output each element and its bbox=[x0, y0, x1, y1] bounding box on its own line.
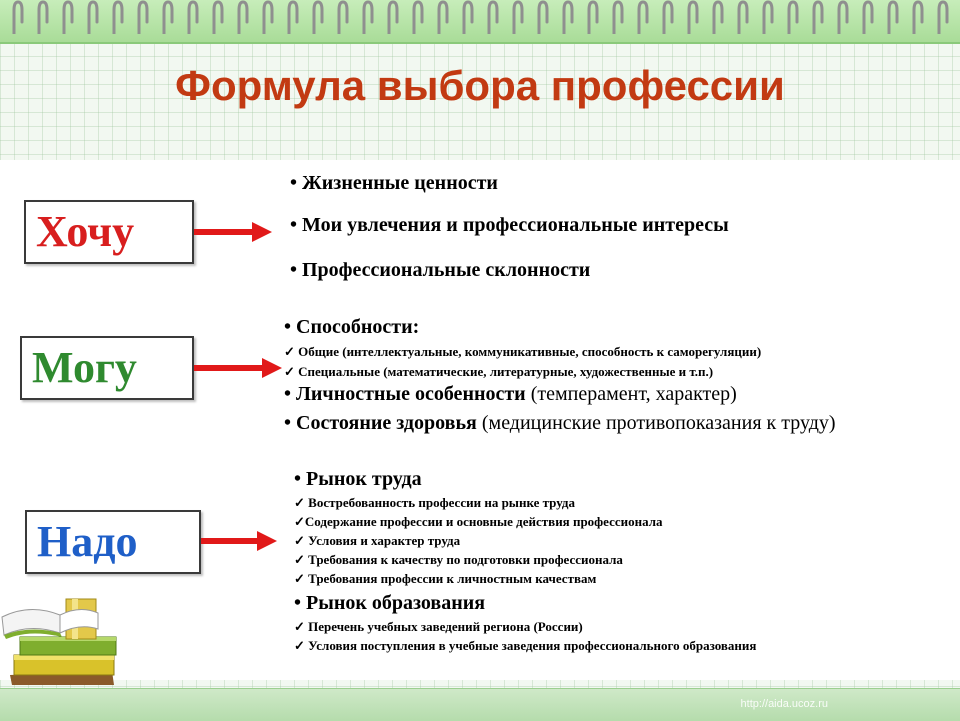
ring-icon bbox=[387, 0, 399, 34]
ring-icon bbox=[862, 0, 874, 34]
ring-icon bbox=[112, 0, 124, 34]
ring-icon bbox=[462, 0, 474, 34]
ring-icon bbox=[737, 0, 749, 34]
can-personal-detail: (темперамент, характер) bbox=[525, 383, 737, 405]
ring-icon bbox=[337, 0, 349, 34]
page-title: Формула выбора профессии bbox=[175, 62, 785, 109]
ring-icon bbox=[237, 0, 249, 34]
can-abilities: • Способности: bbox=[284, 316, 420, 338]
want-item-interests: • Мои увлечения и профессиональные интер… bbox=[290, 214, 729, 236]
can-personal-traits: • Личностные особенности (темперамент, х… bbox=[284, 383, 737, 406]
ring-icon bbox=[612, 0, 624, 34]
can-general-abilities: ✓ Общие (интеллектуальные, коммуникативн… bbox=[284, 344, 762, 359]
ring-icon bbox=[912, 0, 924, 34]
can-health-detail: (медицинские противопоказания к труду) bbox=[476, 412, 836, 434]
need-labor-item: ✓ Требования профессии к личностным каче… bbox=[294, 571, 597, 586]
ring-icon bbox=[487, 0, 499, 34]
need-arrow bbox=[201, 531, 277, 551]
ring-icon bbox=[437, 0, 449, 34]
ring-icon bbox=[562, 0, 574, 34]
need-education-item: ✓ Условия поступления в учебные заведени… bbox=[294, 638, 757, 653]
need-label: Надо bbox=[37, 517, 138, 566]
ring-icon bbox=[712, 0, 724, 34]
ring-icon bbox=[787, 0, 799, 34]
can-arrow bbox=[194, 358, 282, 378]
ring-icon bbox=[762, 0, 774, 34]
ring-icon bbox=[137, 0, 149, 34]
ring-icon bbox=[212, 0, 224, 34]
bottom-band bbox=[0, 688, 960, 721]
can-personal-main: • Личностные особенности bbox=[284, 383, 526, 405]
need-labor-item: ✓ Требования к качеству по подготовки пр… bbox=[294, 552, 623, 567]
need-education-item: ✓ Перечень учебных заведений региона (Ро… bbox=[294, 619, 583, 634]
notebook-top-band bbox=[0, 0, 960, 44]
ring-icon bbox=[87, 0, 99, 34]
ring-icon bbox=[587, 0, 599, 34]
ring-icon bbox=[37, 0, 49, 34]
can-label: Могу bbox=[32, 343, 137, 392]
want-label: Хочу bbox=[36, 207, 135, 256]
need-education-market: • Рынок образования bbox=[294, 592, 486, 614]
can-health-main: • Состояние здоровья bbox=[284, 412, 477, 434]
can-health: • Состояние здоровья (медицинские против… bbox=[284, 412, 836, 435]
ring-icon bbox=[662, 0, 674, 34]
ring-icon bbox=[812, 0, 824, 34]
ring-icon bbox=[162, 0, 174, 34]
can-box: Могу bbox=[20, 336, 194, 400]
ring-icon bbox=[312, 0, 324, 34]
want-item-values: • Жизненные ценности bbox=[290, 172, 498, 194]
ring-icon bbox=[62, 0, 74, 34]
want-box: Хочу bbox=[24, 200, 194, 264]
ring-icon bbox=[937, 0, 949, 34]
notebook-rings bbox=[12, 0, 949, 34]
need-labor-item: ✓ Востребованность профессии на рынке тр… bbox=[294, 495, 575, 510]
books-icon bbox=[1, 598, 117, 685]
can-special-abilities: ✓ Специальные (математические, литератур… bbox=[284, 364, 714, 379]
ring-icon bbox=[12, 0, 24, 34]
ring-icon bbox=[287, 0, 299, 34]
need-box: Надо bbox=[25, 510, 201, 574]
need-labor-item: ✓Содержание профессии и основные действи… bbox=[294, 514, 663, 529]
ring-icon bbox=[637, 0, 649, 34]
ring-icon bbox=[887, 0, 899, 34]
need-labor-item: ✓ Условия и характер труда bbox=[294, 533, 461, 548]
ring-icon bbox=[537, 0, 549, 34]
ring-icon bbox=[512, 0, 524, 34]
ring-icon bbox=[837, 0, 849, 34]
footer-url: http://aida.ucoz.ru bbox=[740, 698, 828, 710]
ring-icon bbox=[362, 0, 374, 34]
ring-icon bbox=[412, 0, 424, 34]
want-item-inclinations: • Профессиональные склонности bbox=[290, 259, 591, 281]
ring-icon bbox=[262, 0, 274, 34]
ring-icon bbox=[687, 0, 699, 34]
ring-icon bbox=[187, 0, 199, 34]
need-labor-market: • Рынок труда bbox=[294, 468, 422, 490]
want-arrow bbox=[194, 222, 272, 242]
